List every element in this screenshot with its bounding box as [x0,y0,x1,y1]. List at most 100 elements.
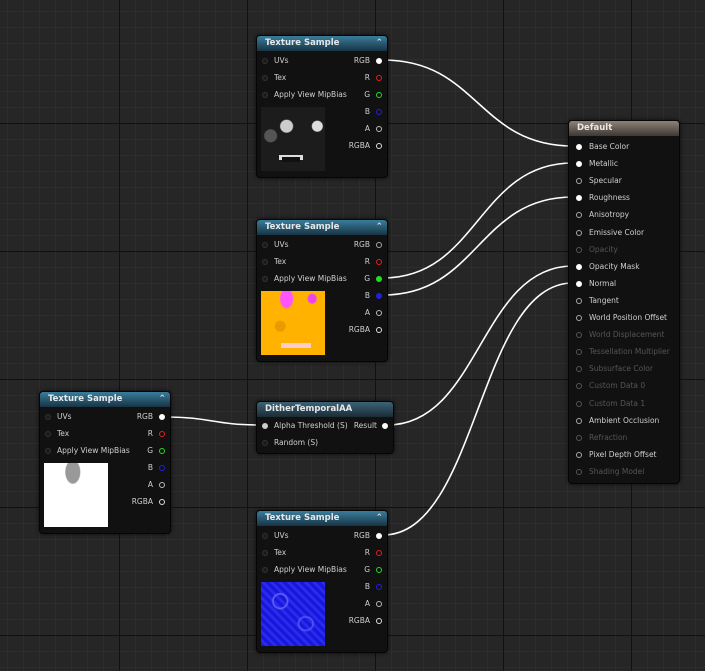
output-pin-g[interactable] [376,92,382,98]
input-pin[interactable] [262,533,268,539]
output-pin-rgb[interactable] [376,242,382,248]
input-label: Apply View MipBias [274,90,347,99]
output-label: RGBA [348,616,370,625]
material-input-pin [576,468,582,475]
output-label: RGBA [131,497,153,506]
connection-wire[interactable] [386,265,574,426]
output-pin-r[interactable] [376,259,382,265]
material-input-pin [576,383,582,390]
material-input-pin[interactable] [576,451,582,458]
material-input-label: Subsurface Color [589,364,653,374]
output-pin-rgba[interactable] [376,143,382,149]
output-pin-rgba[interactable] [376,618,382,624]
input-pin[interactable] [262,567,268,573]
output-label: A [364,124,370,133]
output-label: B [364,291,370,300]
material-input-pin[interactable] [576,212,582,219]
input-pin[interactable] [262,92,268,98]
input-label: UVs [274,531,289,540]
input-pin[interactable] [262,259,268,265]
output-pin-a[interactable] [376,126,382,132]
connection-wire[interactable] [382,59,574,147]
input-pin[interactable] [262,75,268,81]
node-title: Default [577,123,613,133]
input-pin[interactable] [45,448,51,454]
material-input-pin [576,332,582,339]
node-header[interactable]: Texture Sample⌃ [40,392,170,407]
output-pin-r[interactable] [376,550,382,556]
input-label: Tex [274,548,287,557]
input-label: Tex [57,429,70,438]
material-input-label: Tessellation Multiplier [589,347,670,357]
material-input-label: Metallic [589,159,618,169]
material-input-label: Tangent [589,295,619,305]
material-input-pin[interactable] [576,263,582,270]
material-input-pin[interactable] [576,297,582,304]
connection-wire[interactable] [163,416,262,426]
connection-wire[interactable] [382,162,574,279]
material-input-pin[interactable] [576,417,582,424]
output-pin-a[interactable] [376,310,382,316]
output-label: RGB [353,531,370,540]
output-pin-b[interactable] [376,584,382,590]
output-pin-g[interactable] [376,567,382,573]
node-header[interactable]: Texture Sample⌃ [257,511,387,526]
output-pin-b[interactable] [376,109,382,115]
input-pin[interactable] [262,58,268,64]
output-pin-r[interactable] [159,431,165,437]
output-pin-g[interactable] [159,448,165,454]
output-pin-b[interactable] [376,293,382,299]
chevron-up-icon[interactable]: ⌃ [158,394,166,404]
material-input-label: Custom Data 0 [589,381,646,391]
material-input-label: World Displacement [589,330,665,340]
input-pin[interactable] [262,550,268,556]
output-pin-rgba[interactable] [376,327,382,333]
material-input-pin[interactable] [576,178,582,185]
dither-temporal-aa-node[interactable]: DitherTemporalAA Alpha Threshold (S) Ran… [256,401,394,454]
output-pin-a[interactable] [159,482,165,488]
input-pin[interactable] [45,431,51,437]
output-pin-r[interactable] [376,75,382,81]
random-pin[interactable] [262,440,268,446]
result-output-pin[interactable] [382,423,388,429]
node-header[interactable]: DitherTemporalAA [257,402,393,417]
material-input-pin[interactable] [576,144,582,150]
material-input-label: Ambient Occlusion [589,415,660,425]
alpha-threshold-pin[interactable] [262,423,268,429]
node-title: DitherTemporalAA [265,404,353,414]
material-input-pin[interactable] [576,195,582,202]
connection-wire[interactable] [382,196,574,296]
input-label: Alpha Threshold (S) [274,421,348,430]
node-header[interactable]: Texture Sample⌃ [257,36,387,51]
material-input-pin[interactable] [576,161,582,168]
output-pin-b[interactable] [159,465,165,471]
input-pin[interactable] [45,414,51,420]
material-input-label: Base Color [589,142,630,151]
material-input-pin[interactable] [576,280,582,287]
material-input-pin[interactable] [576,315,582,321]
input-label: Apply View MipBias [274,274,347,283]
node-header[interactable]: Default [569,121,679,136]
chevron-up-icon[interactable]: ⌃ [375,222,383,232]
chevron-up-icon[interactable]: ⌃ [375,513,383,523]
output-pin-rgb[interactable] [376,58,382,64]
node-header[interactable]: Texture Sample⌃ [257,220,387,235]
input-pin[interactable] [262,276,268,282]
output-pin-rgb[interactable] [376,533,382,539]
output-pin-a[interactable] [376,601,382,607]
output-pin-rgb[interactable] [159,414,165,420]
input-pin[interactable] [262,242,268,248]
connection-wire[interactable] [382,282,574,536]
material-input-pin[interactable] [576,229,582,236]
output-pin-rgba[interactable] [159,499,165,505]
output-label: B [364,582,370,591]
output-label: B [147,463,153,472]
output-pin-g[interactable] [376,276,382,282]
chevron-up-icon[interactable]: ⌃ [375,38,383,48]
